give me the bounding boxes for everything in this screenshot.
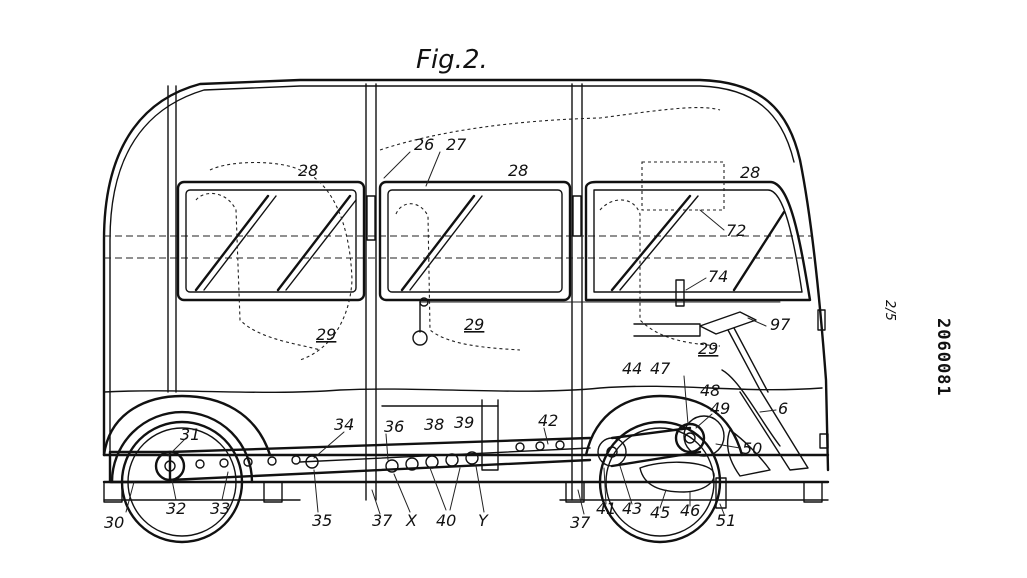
label-28-rear: 28 [298, 161, 318, 180]
occupants [195, 107, 781, 361]
windows [176, 161, 812, 302]
label-41: 41 [596, 499, 616, 518]
figure-title: Fig.2. [416, 45, 488, 75]
label-36: 36 [384, 417, 404, 436]
leader-lines [125, 151, 777, 515]
label-27: 27 [446, 135, 467, 154]
label-38: 38 [424, 415, 444, 434]
label-29-front: 29 [698, 339, 718, 358]
label-45: 45 [650, 503, 670, 522]
label-39: 39 [454, 413, 474, 432]
label-28-middle: 28 [508, 161, 528, 180]
label-74: 74 [708, 267, 728, 286]
label-30: 30 [104, 513, 124, 532]
label-48: 48 [700, 381, 720, 400]
label-33: 33 [210, 499, 230, 518]
label-49: 49 [710, 399, 730, 418]
label-97: 97 [770, 315, 791, 334]
label-X: X [405, 511, 418, 530]
label-26: 26 [414, 135, 434, 154]
label-29-middle: 29 [464, 315, 484, 334]
steering-assembly [699, 311, 809, 477]
label-44: 44 [622, 359, 642, 378]
label-35: 35 [312, 511, 332, 530]
label-72: 72 [726, 221, 746, 240]
rear-wheel [102, 394, 272, 544]
label-43: 43 [622, 499, 642, 518]
label-6: 6 [778, 399, 788, 418]
reference-labels: 26 27 28 28 28 72 74 97 29 29 29 44 47 4… [104, 135, 791, 532]
drive-train [108, 399, 727, 509]
document-number: 2060081 [933, 318, 953, 397]
label-Y: Y [478, 511, 489, 530]
label-46: 46 [680, 501, 700, 520]
label-51: 51 [716, 511, 736, 530]
label-28-front: 28 [740, 163, 760, 182]
label-42: 42 [538, 411, 558, 430]
sheet-number: 2/5 [882, 300, 897, 321]
label-34: 34 [334, 415, 354, 434]
label-32: 32 [166, 499, 186, 518]
label-37-front: 37 [570, 513, 591, 532]
front-wheel [584, 394, 744, 544]
label-47: 47 [650, 359, 671, 378]
label-50: 50 [742, 439, 762, 458]
label-31: 31 [180, 425, 200, 444]
label-40: 40 [436, 511, 456, 530]
label-29-rear: 29 [316, 325, 336, 344]
label-37-rear: 37 [372, 511, 393, 530]
